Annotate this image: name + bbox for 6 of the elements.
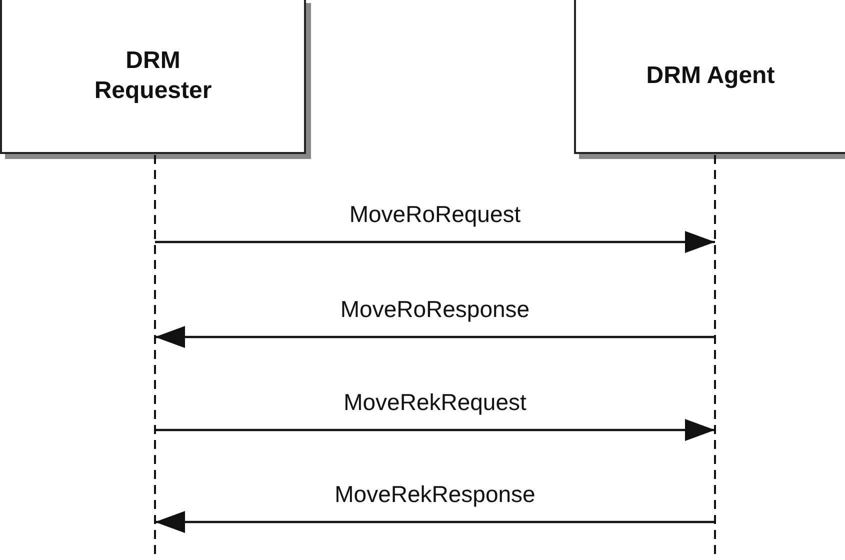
message-arrow xyxy=(155,419,715,441)
message-arrow xyxy=(155,326,715,348)
message-arrow xyxy=(155,231,715,253)
participant-name: DRM Requester xyxy=(93,46,213,106)
message-arrow xyxy=(155,511,715,533)
participant-name: DRM Agent xyxy=(646,61,775,91)
